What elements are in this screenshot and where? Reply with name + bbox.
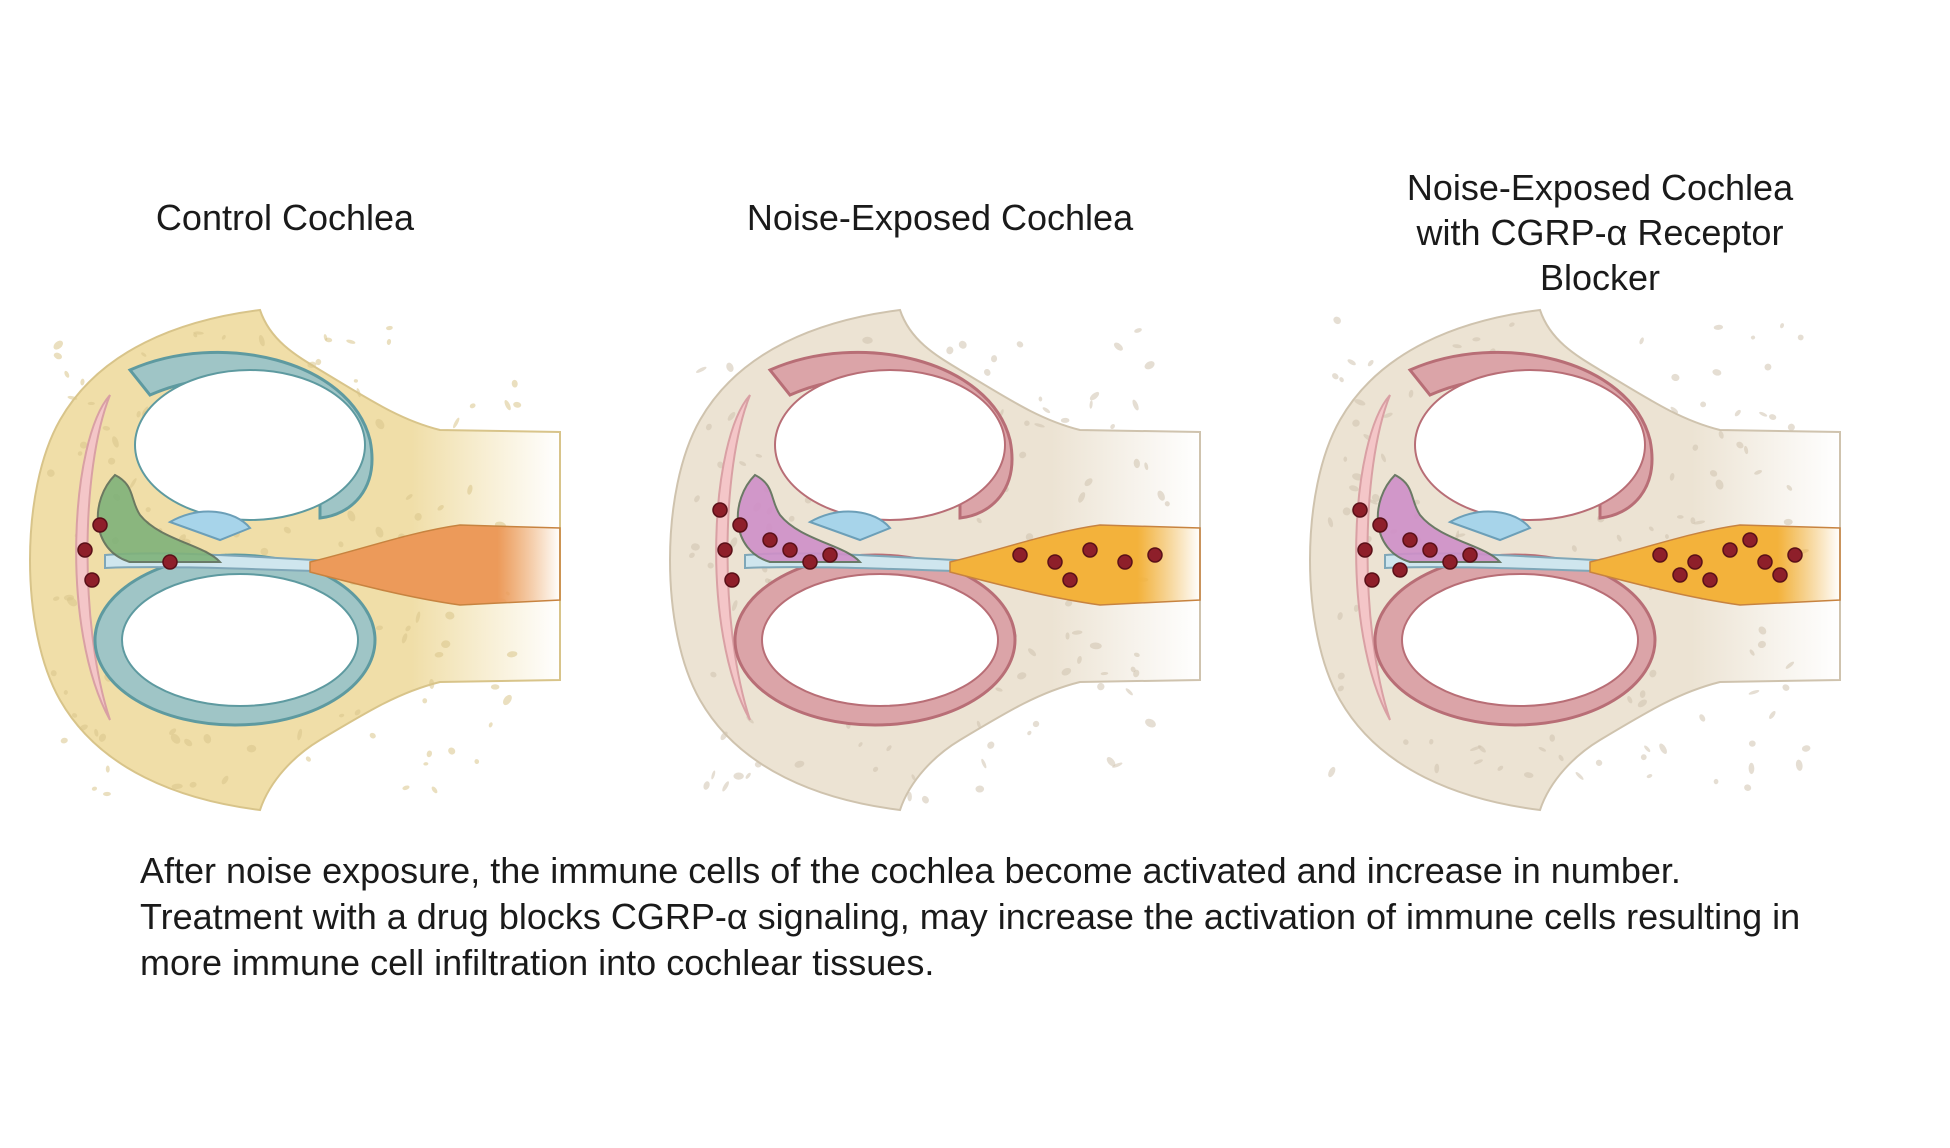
vestibuli-lumen — [1414, 369, 1646, 521]
panel-title-control: Control Cochlea — [155, 197, 415, 238]
immune-cell — [717, 542, 733, 558]
immune-cell — [1357, 542, 1373, 558]
spiral-ligament — [1355, 394, 1391, 721]
cochlear-nerve — [309, 524, 561, 606]
spiral-ligament — [715, 394, 751, 721]
immune-cell — [1687, 554, 1703, 570]
immune-cell — [1787, 547, 1803, 563]
tectorial-membrane — [1447, 510, 1532, 542]
immune-cell — [1392, 562, 1408, 578]
organ-of-corti — [96, 473, 223, 563]
immune-cell — [1772, 567, 1788, 583]
cochlea-illustration-noise-exposed-blocker — [1309, 308, 1841, 812]
immune-cell — [1352, 502, 1368, 518]
immune-cells — [1352, 502, 1803, 588]
immune-cell — [92, 517, 108, 533]
cochlear-nerve — [1589, 524, 1841, 606]
vestibuli-lumen — [134, 369, 366, 521]
immune-cell — [1047, 554, 1063, 570]
immune-cell — [712, 502, 728, 518]
immune-cell — [1422, 542, 1438, 558]
cochlea-illustration-noise-exposed — [669, 308, 1201, 812]
immune-cell — [762, 532, 778, 548]
immune-cell — [1062, 572, 1078, 588]
immune-cell — [162, 554, 178, 570]
tympani-lumen — [1401, 573, 1639, 707]
immune-cell — [1147, 547, 1163, 563]
tympani-lumen — [761, 573, 999, 707]
immune-cell — [77, 542, 93, 558]
vestibuli-lumen — [774, 369, 1006, 521]
immune-cell — [1652, 547, 1668, 563]
immune-cell — [1402, 532, 1418, 548]
immune-cell — [1672, 567, 1688, 583]
immune-cell — [782, 542, 798, 558]
immune-cells — [712, 502, 1163, 588]
immune-cell — [822, 547, 838, 563]
tectorial-membrane — [167, 510, 252, 542]
panel-title-noise-exposed: Noise-Exposed Cochlea — [746, 197, 1134, 238]
panel-title-line-1: Noise-Exposed Cochlea — [1406, 167, 1794, 208]
immune-cell — [732, 517, 748, 533]
panel-title-noise-exposed-blocker: Noise-Exposed Cochlea with CGRP-α Recept… — [1350, 165, 1850, 300]
immune-cell — [84, 572, 100, 588]
immune-cell — [1117, 554, 1133, 570]
immune-cell — [802, 554, 818, 570]
immune-cell — [1364, 572, 1380, 588]
immune-cell — [1082, 542, 1098, 558]
immune-cell — [1742, 532, 1758, 548]
tympani-lumen — [121, 573, 359, 707]
immune-cell — [1757, 554, 1773, 570]
immune-cell — [724, 572, 740, 588]
immune-cells — [77, 517, 178, 588]
panel-title-line-2: with CGRP-α Receptor — [1416, 212, 1784, 253]
tectorial-membrane — [807, 510, 892, 542]
cochlea-illustration-control — [29, 308, 561, 812]
cochlear-nerve — [949, 524, 1201, 606]
immune-cell — [1012, 547, 1028, 563]
immune-cell — [1372, 517, 1388, 533]
figure-caption: After noise exposure, the immune cells o… — [140, 850, 1801, 983]
immune-cell — [1702, 572, 1718, 588]
immune-cell — [1442, 554, 1458, 570]
immune-cell — [1462, 547, 1478, 563]
immune-cell — [1722, 542, 1738, 558]
panel-title-line-3: Blocker — [1539, 257, 1661, 298]
spiral-ligament — [75, 394, 111, 721]
